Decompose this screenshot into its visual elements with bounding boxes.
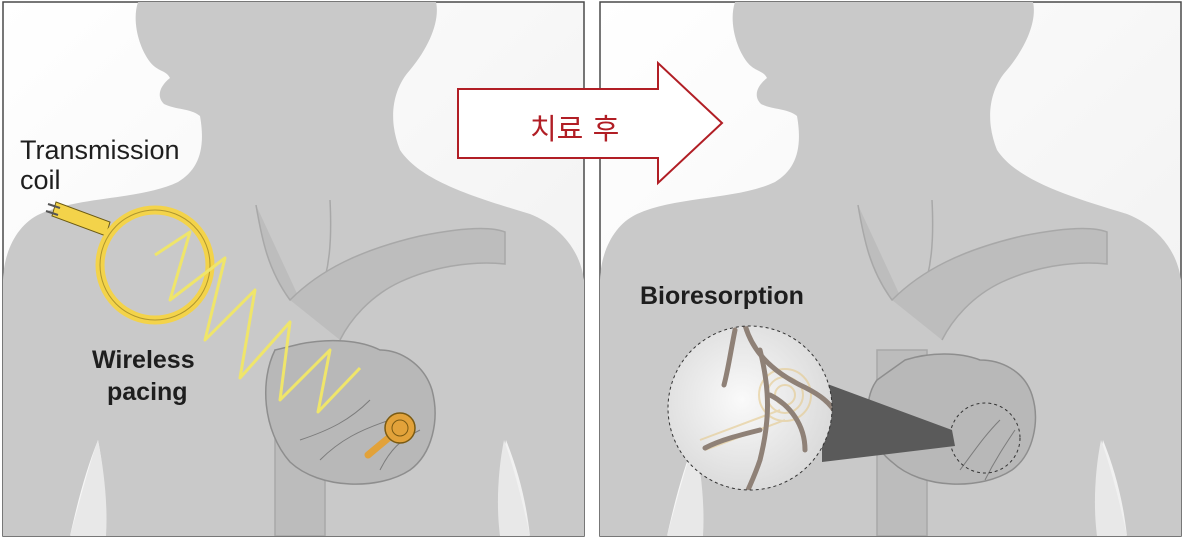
magnified-view — [667, 325, 833, 491]
zoom-cone — [822, 382, 955, 462]
heart — [265, 339, 436, 485]
wireless-pacing-label-line1: Wireless — [92, 346, 195, 374]
transmission-coil-label-line1: Transmission — [20, 135, 180, 165]
coronary-veins — [299, 399, 421, 471]
body-silhouette — [3, 2, 584, 536]
wireless-pacing-label-line2: pacing — [107, 378, 188, 406]
arrow-label: 치료 후 — [530, 112, 620, 146]
bioresorption-label: Bioresorption — [640, 282, 804, 310]
right-arm-gap — [497, 440, 530, 536]
coronary-veins-right — [959, 419, 1016, 481]
coronary-vessel-zoom — [702, 326, 832, 490]
right-arm-gap-right — [1094, 440, 1127, 536]
left-panel — [2, 1, 585, 537]
left-arm-gap — [70, 440, 107, 536]
wireless-wave — [154, 230, 362, 414]
right-panel — [599, 1, 1182, 537]
transmission-coil-label-line2: coil — [20, 165, 61, 195]
arrow-shape — [457, 60, 724, 186]
transmission-coil-icon — [45, 201, 215, 325]
pacing-device-icon — [364, 412, 416, 459]
